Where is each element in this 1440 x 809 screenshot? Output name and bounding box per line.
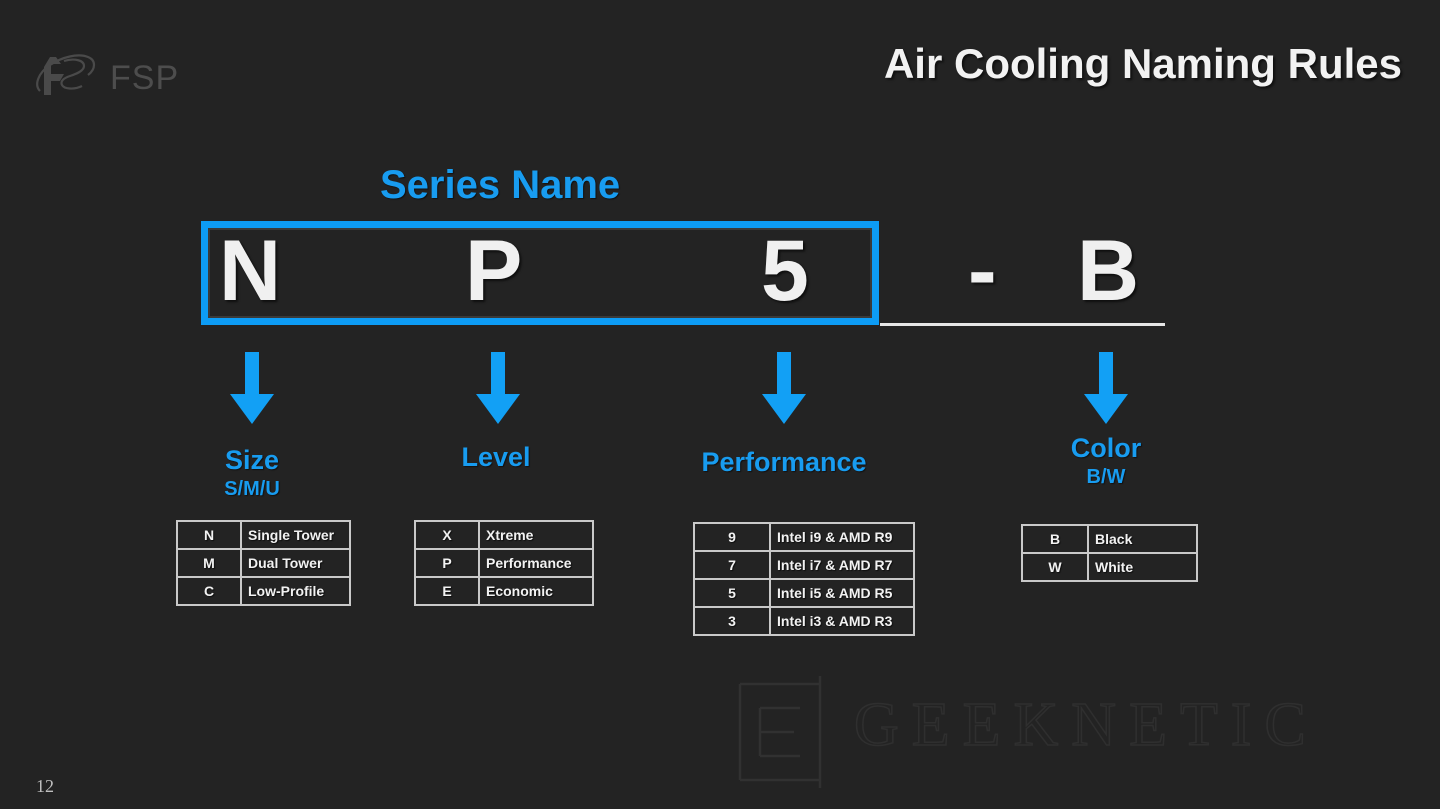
table-cell-key: 5 [693,578,771,608]
table-row: C Low-Profile [176,576,351,606]
table-row: 3 Intel i3 & AMD R3 [693,606,915,636]
geeknetic-mark-icon [738,676,822,788]
column-subheading-size: S/M/U [224,477,280,500]
table-row: B Black [1021,524,1198,554]
series-name-highlight-box [201,221,879,325]
page-number: 12 [36,776,54,796]
series-name-inner-border [208,228,872,318]
legend-table-size: N Single Tower M Dual Tower C Low-Profil… [176,520,351,606]
table-cell-value: Economic [478,576,594,606]
table-row: P Performance [414,548,594,578]
table-cell-value: Black [1087,524,1198,554]
table-cell-key: N [176,520,242,550]
column-heading-level: Level [416,442,576,473]
geeknetic-watermark: GEEKNETIC [736,676,1406,796]
table-cell-value: Performance [478,548,594,578]
table-cell-key: C [176,576,242,606]
table-cell-value: Xtreme [478,520,594,550]
table-cell-value: Low-Profile [240,576,351,606]
table-cell-value: Intel i3 & AMD R3 [769,606,915,636]
code-char-level: P [465,223,523,319]
table-row: M Dual Tower [176,548,351,578]
color-suffix-underline [880,323,1165,326]
table-row: N Single Tower [176,520,351,550]
series-name-label: Series Name [380,163,621,207]
table-row: 7 Intel i7 & AMD R7 [693,550,915,580]
page-title: Air Cooling Naming Rules [883,40,1402,87]
table-cell-key: 7 [693,550,771,580]
code-char-color: B [1077,223,1140,319]
code-char-size: N [219,223,282,319]
column-heading-performance-label: Performance [701,447,867,477]
fsp-wordmark: FSP [110,59,180,97]
geeknetic-wordmark: GEEKNETIC [853,690,1319,760]
table-row: W White [1021,552,1198,582]
arrow-down-icon-level [476,352,520,424]
table-row: 9 Intel i9 & AMD R9 [693,522,915,552]
legend-table-color: B Black W White [1021,524,1198,582]
column-heading-color-label: Color [1070,433,1142,463]
fsp-logo: FSP [30,45,210,110]
table-cell-key: E [414,576,480,606]
column-subheading-color: B/W [1086,465,1126,488]
table-cell-value: Intel i5 & AMD R5 [769,578,915,608]
table-cell-key: 3 [693,606,771,636]
arrow-down-icon-size [230,352,274,424]
column-heading-size-label: Size [224,445,280,475]
table-cell-value: White [1087,552,1198,582]
code-char-dash: - [968,223,997,319]
table-row: E Economic [414,576,594,606]
table-cell-key: M [176,548,242,578]
column-heading-level-label: Level [461,442,531,472]
fsp-mark-icon [36,54,96,95]
table-cell-key: W [1021,552,1089,582]
table-cell-value: Single Tower [240,520,351,550]
table-cell-key: P [414,548,480,578]
table-cell-value: Intel i9 & AMD R9 [769,522,915,552]
column-heading-color: Color B/W [1026,433,1186,490]
column-heading-size: Size S/M/U [172,445,332,502]
table-cell-value: Dual Tower [240,548,351,578]
legend-table-performance: 9 Intel i9 & AMD R9 7 Intel i7 & AMD R7 … [693,522,915,636]
table-row: X Xtreme [414,520,594,550]
arrow-down-icon-color [1084,352,1128,424]
column-heading-performance: Performance [664,447,904,478]
table-cell-key: 9 [693,522,771,552]
arrow-down-icon-performance [762,352,806,424]
table-cell-key: X [414,520,480,550]
table-cell-value: Intel i7 & AMD R7 [769,550,915,580]
legend-table-level: X Xtreme P Performance E Economic [414,520,594,606]
code-char-performance: 5 [761,223,809,319]
table-cell-key: B [1021,524,1089,554]
table-row: 5 Intel i5 & AMD R5 [693,578,915,608]
